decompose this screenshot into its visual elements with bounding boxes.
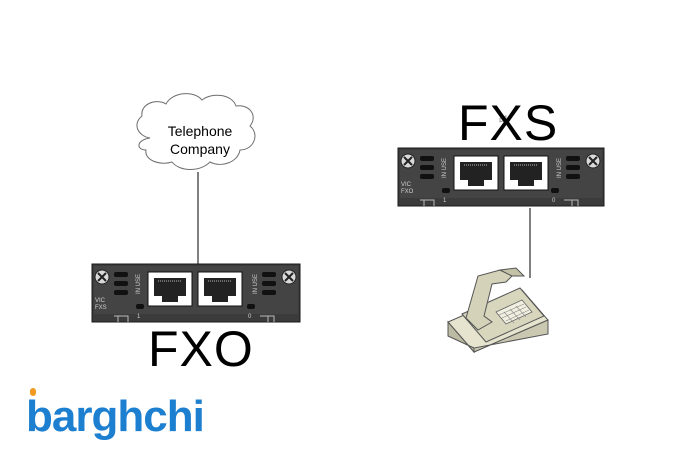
side-label-vic: VIC [401, 182, 412, 188]
in-use-label-left: IN USE [136, 274, 142, 294]
cloud-label-line1: Telephone [167, 123, 233, 139]
rj11-port-icon [197, 271, 243, 307]
screw-icon [281, 269, 297, 285]
fxs-title: FXS [458, 95, 559, 151]
telephone-icon [447, 115, 549, 354]
in-use-label-left: IN USE [442, 158, 448, 178]
screw-icon [94, 269, 110, 285]
port-label-1: 1 [443, 198, 447, 204]
cloud-label: Telephone Company [150, 122, 250, 158]
fxo-card: IN USE IN USE VIC FXS 1 0 [91, 263, 301, 323]
screw-icon [400, 153, 416, 169]
rj11-port-icon [147, 271, 193, 307]
side-label-type: FXO [401, 189, 414, 195]
port-label-0: 0 [248, 314, 252, 320]
fxo-title: FXO [148, 321, 254, 377]
side-label-vic: VIC [95, 298, 106, 304]
fxs-card: IN USE IN USE VIC FXO 1 0 [397, 147, 605, 207]
port-label-1: 1 [137, 314, 141, 320]
screw-icon [585, 153, 601, 169]
side-label-type: FXS [95, 305, 107, 311]
rj11-port-icon [503, 155, 549, 191]
port-label-0: 0 [552, 198, 556, 204]
in-use-label-right: IN USE [557, 158, 563, 178]
in-use-label-right: IN USE [253, 274, 259, 294]
logo-text: barghchi [26, 392, 205, 441]
logo-mark [30, 388, 36, 396]
telephone-company-cloud [136, 93, 256, 170]
cloud-label-line2: Company [170, 141, 230, 157]
rj11-port-icon [453, 155, 499, 191]
